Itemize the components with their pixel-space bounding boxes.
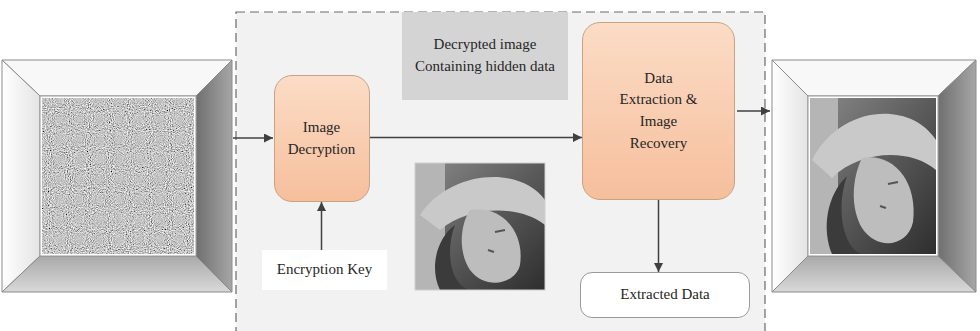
process-panel (236, 12, 765, 331)
box-label: Data Extraction & Image Recovery (619, 68, 699, 155)
encrypted-image-frame (2, 60, 232, 292)
encrypted-noise-image (42, 98, 194, 254)
frame-mat (808, 96, 938, 256)
frame-bevel (2, 256, 232, 292)
decrypted-photo (415, 163, 545, 290)
output-box: Extracted Data (580, 272, 750, 318)
box-label: Image Decryption (282, 117, 362, 161)
process-box: Data Extraction & Image Recovery (582, 22, 735, 200)
recovered-photo (810, 98, 936, 254)
output-arrow (737, 110, 770, 112)
frame-mat (40, 96, 196, 256)
box-label: Extracted Data (620, 284, 710, 306)
flow-arrow (321, 202, 323, 250)
frame-bevel (772, 256, 976, 292)
frame-bevel (772, 60, 808, 292)
input-arrow (233, 137, 273, 139)
process-box: Image Decryption (274, 75, 370, 202)
frame-bevel (2, 60, 232, 96)
photo-border (415, 163, 545, 290)
frame-bevel (938, 60, 976, 292)
flow-arrow (658, 200, 660, 272)
box-label: Encryption Key (277, 259, 372, 281)
flow-arrow (370, 137, 583, 139)
key-box: Encryption Key (262, 250, 387, 290)
frame-bevel (2, 60, 40, 292)
frame-bevel (196, 60, 232, 292)
recovered-image-frame (772, 60, 976, 292)
box-label: Decrypted image Containing hidden data (410, 34, 560, 78)
note-box: Decrypted image Containing hidden data (402, 12, 568, 100)
